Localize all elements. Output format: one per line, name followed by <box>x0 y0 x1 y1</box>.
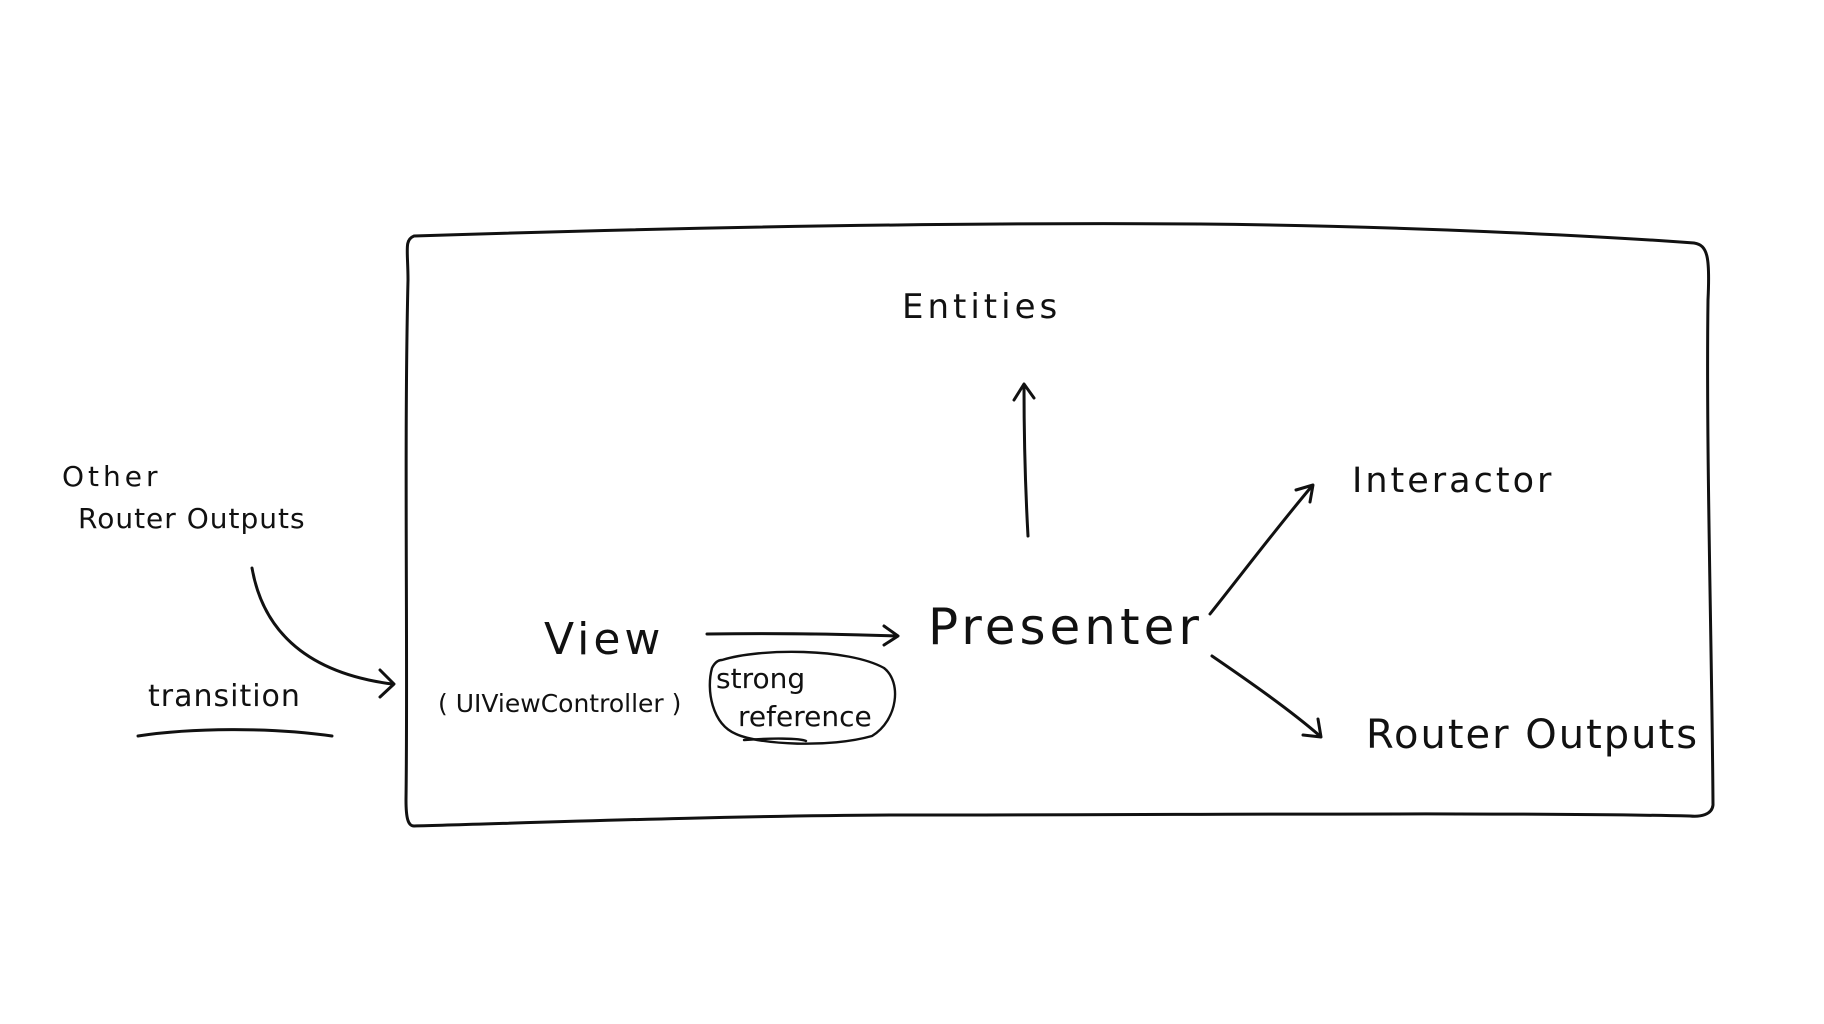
view-subtitle-label: ( UIViewController ) <box>438 689 681 718</box>
arrow-presenter-to-interactor <box>1208 483 1315 616</box>
arrow-transition-into-module <box>250 566 396 699</box>
arrow-presenter-to-entities <box>1012 382 1036 538</box>
interactor-label: Interactor <box>1352 461 1554 501</box>
strong-reference-line2: reference <box>738 700 872 733</box>
reference-underline <box>742 737 808 743</box>
router-outputs-label: Router Outputs <box>1366 712 1699 758</box>
module-boundary-box <box>404 222 1715 828</box>
transition-underline <box>136 728 334 738</box>
strong-reference-loop <box>708 650 897 745</box>
strong-reference-line1: strong <box>716 662 805 695</box>
arrow-view-to-presenter <box>705 624 900 647</box>
transition-label: transition <box>148 679 301 714</box>
entities-label: Entities <box>902 287 1061 327</box>
presenter-label: Presenter <box>928 598 1203 656</box>
view-label: View <box>544 614 664 665</box>
other-router-outputs-line1: Other <box>62 460 162 493</box>
other-router-outputs-line2: Router Outputs <box>78 502 306 535</box>
arrow-presenter-to-router-outputs <box>1210 654 1323 739</box>
